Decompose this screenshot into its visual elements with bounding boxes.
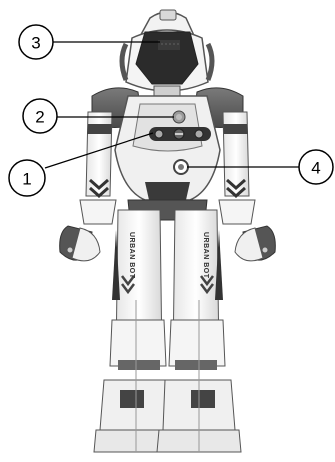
robot-right-leg bbox=[157, 210, 241, 452]
callout-4-label: 4 bbox=[311, 159, 320, 178]
callout-3: 3 bbox=[19, 25, 53, 59]
robot-left-arm bbox=[60, 112, 116, 261]
callout-2-label: 2 bbox=[35, 108, 44, 127]
callout-2: 2 bbox=[23, 99, 57, 133]
left-leg-text: URBAN BOT bbox=[128, 232, 135, 279]
robot-head bbox=[122, 10, 212, 96]
callout-1: 1 bbox=[9, 160, 45, 196]
right-leg-text: URBAN BOT bbox=[202, 232, 209, 279]
callout-4: 4 bbox=[299, 150, 333, 184]
callout-1-label: 1 bbox=[22, 170, 31, 189]
robot-right-arm bbox=[219, 112, 275, 261]
robot-torso bbox=[115, 96, 220, 200]
callout-3-label: 3 bbox=[31, 34, 40, 53]
